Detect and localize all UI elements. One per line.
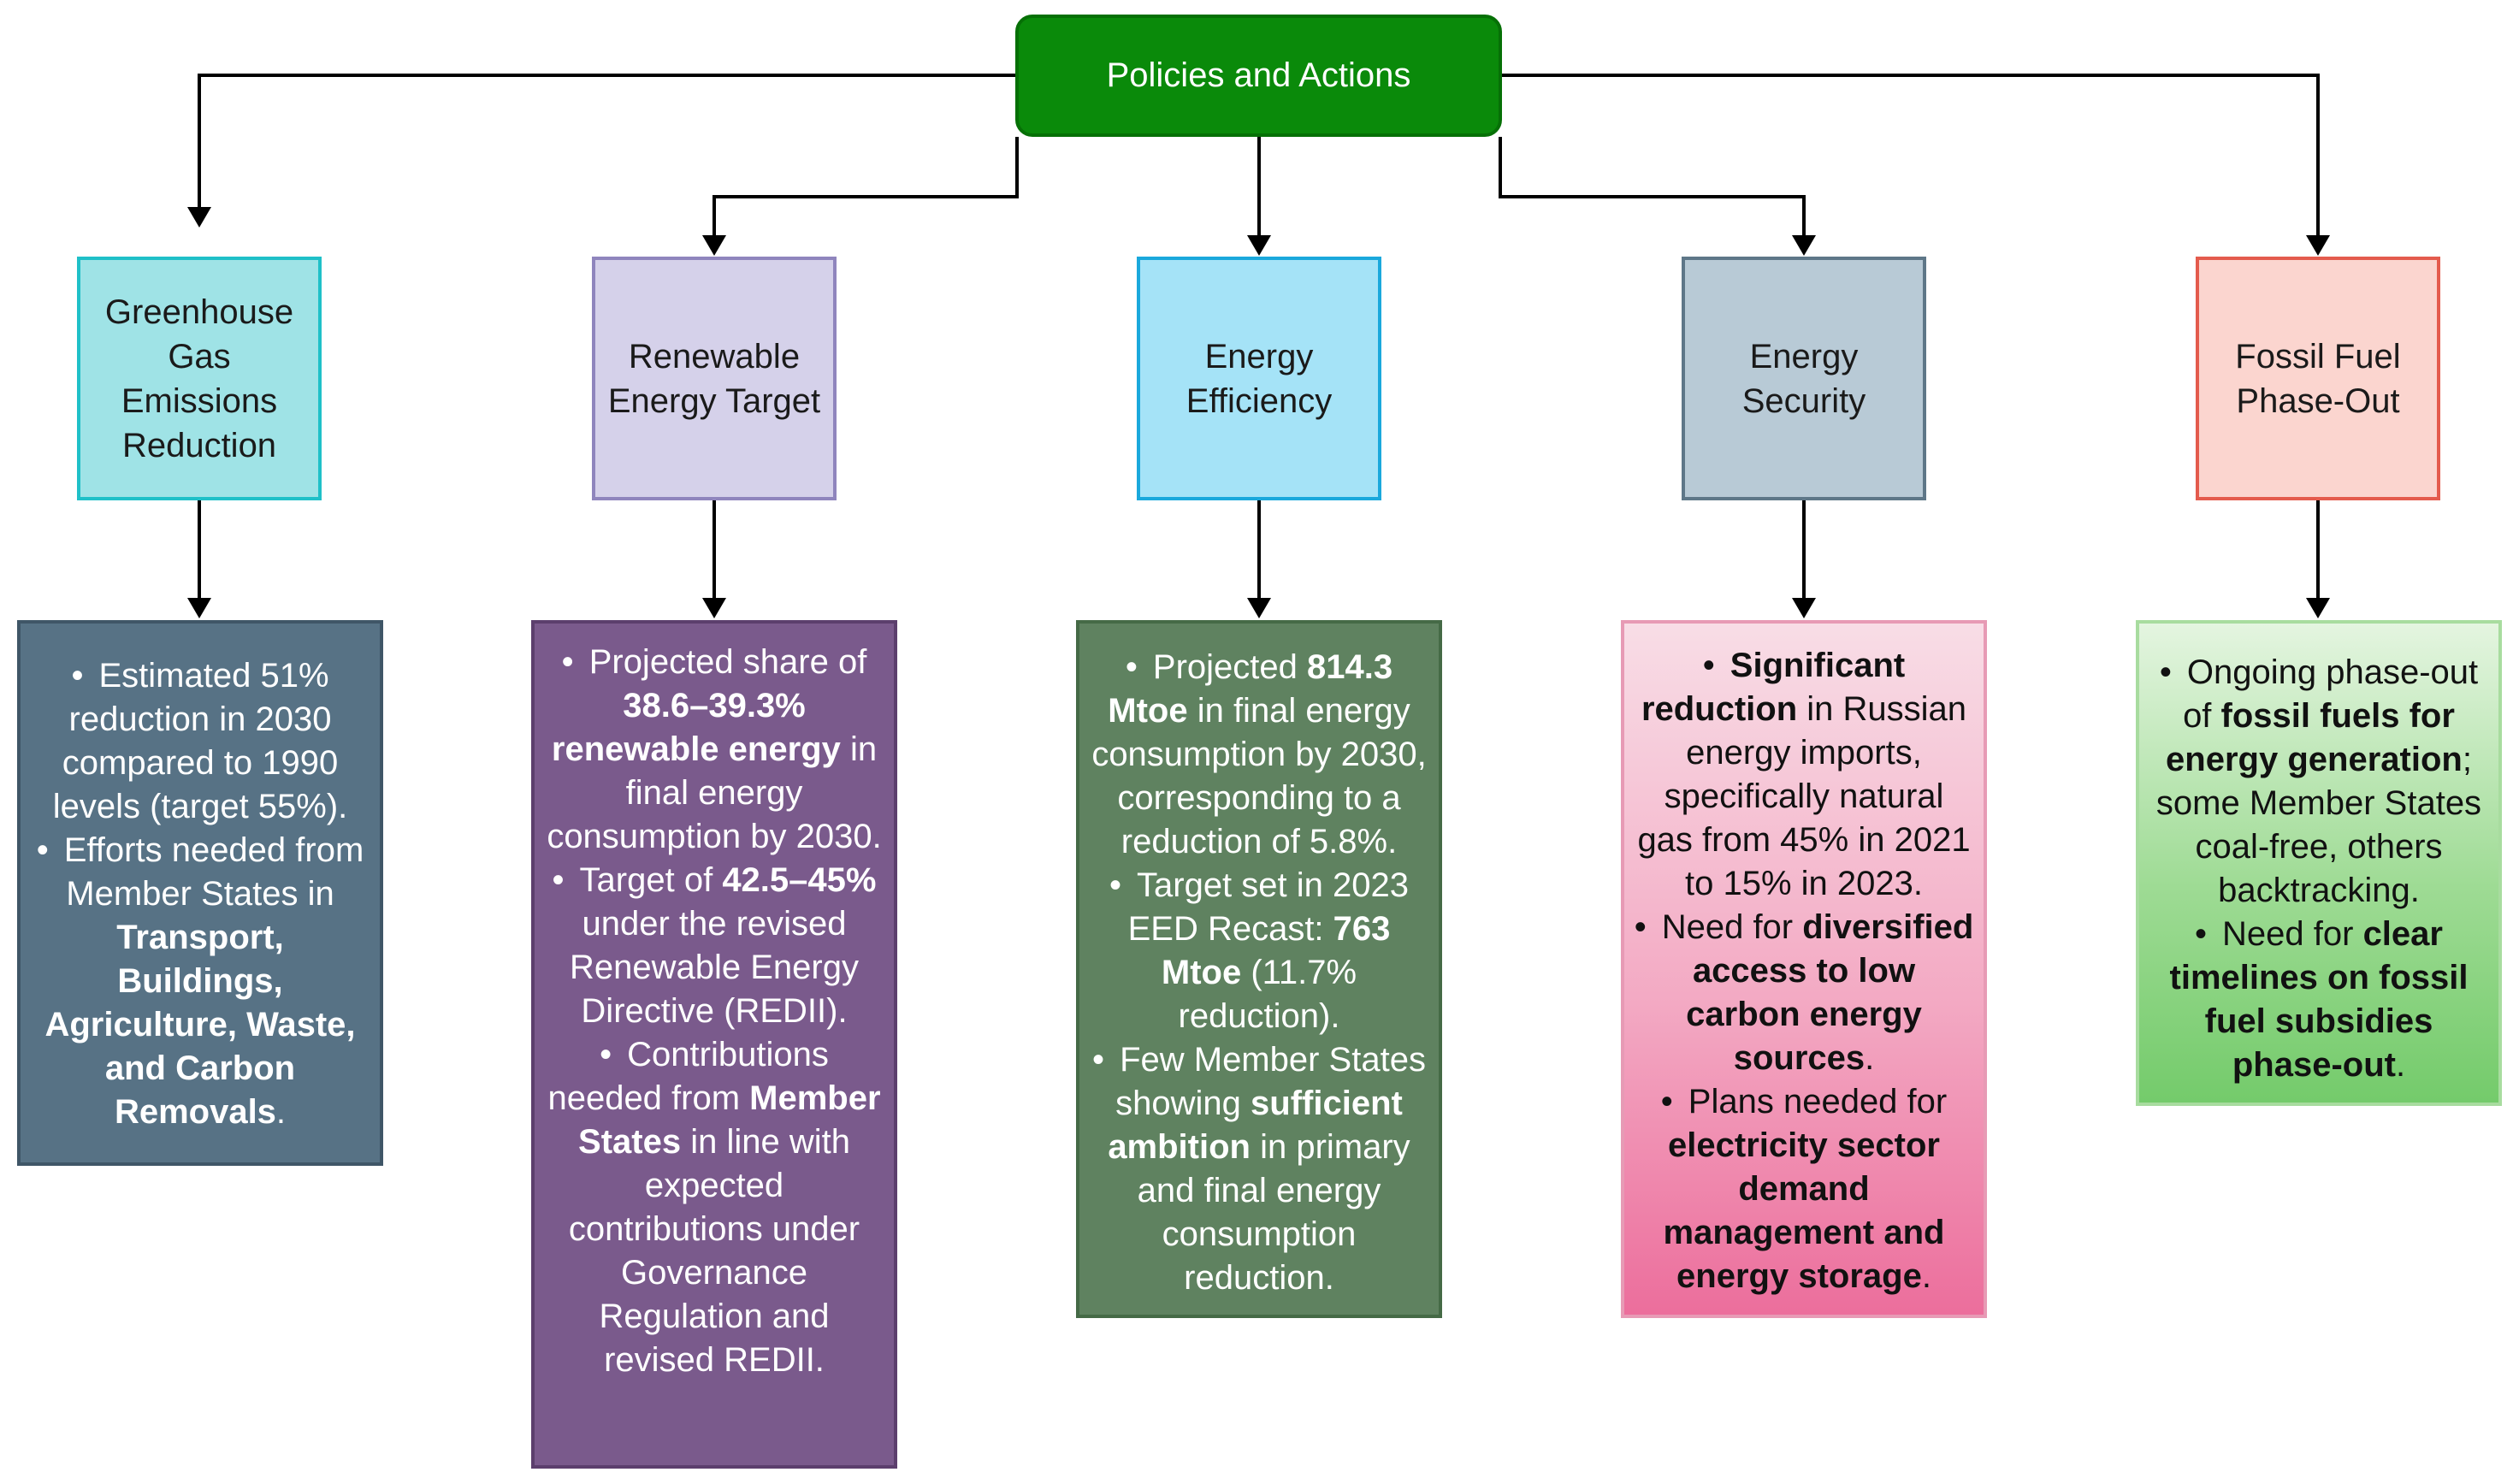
bullet-text-bold: Significant reduction — [1641, 647, 1906, 728]
detail-ghg-emissions: Estimated 51% reduction in 2030 compared… — [17, 620, 383, 1166]
bullet-text: Ongoing phase-out of — [2183, 653, 2479, 735]
bullet-item: Contributions needed from Member States … — [543, 1033, 885, 1382]
bullet-text: in primary and final energy consumption … — [1137, 1128, 1410, 1297]
arrowhead-renewable-detail — [702, 598, 726, 618]
category-energy-efficiency: Energy Efficiency — [1137, 257, 1381, 500]
bullet-item: Ongoing phase-out of fossil fuels for en… — [2148, 651, 2490, 913]
category-title: Renewable Energy Target — [607, 337, 821, 420]
bullet-item: Projected share of 38.6–39.3% renewable … — [543, 641, 885, 859]
bullet-text: in final energy consumption by 2030, cor… — [1091, 692, 1427, 860]
bullet-text-bold: 814.3 Mtoe — [1108, 648, 1393, 730]
bullet-item: Target of 42.5–45% under the revised Ren… — [543, 859, 885, 1033]
arrowhead-ghg — [187, 207, 211, 228]
bullet-text: Efforts needed from Member States in — [63, 831, 364, 913]
bullet-text: in line with expected contributions unde… — [568, 1123, 860, 1379]
category-title: Fossil Fuel Phase-Out — [2235, 337, 2401, 420]
bullet-text-bold: Transport, Buildings, Agriculture, Waste… — [44, 919, 356, 1131]
root-node: Policies and Actions — [1015, 15, 1502, 137]
arrowhead-ghg-detail — [187, 598, 211, 618]
connector-root-to-security — [1499, 137, 1806, 242]
bullet-text-bold: fossil fuels for energy generation — [2166, 697, 2463, 778]
bullet-text-bold: 38.6–39.3% renewable energy — [551, 687, 841, 768]
bullet-item: Significant reduction in Russian energy … — [1633, 644, 1975, 906]
detail-energy-security: Significant reduction in Russian energy … — [1621, 620, 1987, 1318]
category-title: Energy Efficiency — [1186, 337, 1333, 420]
bullet-text: Projected — [1152, 648, 1307, 686]
bullet-text-bold: clear timelines on fossil fuel subsidies… — [2169, 915, 2469, 1084]
arrowhead-renewable — [702, 235, 726, 256]
arrowhead-efficiency — [1247, 235, 1271, 256]
bullet-item: Need for diversified access to low carbo… — [1633, 906, 1975, 1080]
bullet-text: . — [1921, 1257, 1931, 1295]
arrowhead-security — [1792, 235, 1816, 256]
connector-root-to-fossil — [1502, 74, 2320, 242]
bullet-item: Efforts needed from Member States in Tra… — [29, 829, 371, 1134]
bullet-text: Few Member States showing — [1115, 1041, 1426, 1122]
bullet-text: in Russian energy imports, specifically … — [1637, 690, 1971, 902]
root-label: Policies and Actions — [1106, 56, 1411, 94]
bullet-text: Need for — [1661, 908, 1803, 946]
bullet-text: Plans needed for — [1688, 1083, 1948, 1120]
connector-root-to-renewable — [713, 137, 1019, 242]
bullet-text-bold: 42.5–45% — [722, 861, 877, 899]
bullet-item: Plans needed for electricity sector dema… — [1633, 1080, 1975, 1298]
category-renewable-energy: Renewable Energy Target — [592, 257, 837, 500]
category-title: Greenhouse Gas Emissions Reduction — [104, 293, 294, 464]
bullet-item: Estimated 51% reduction in 2030 compared… — [29, 654, 371, 829]
arrowhead-security-detail — [1792, 598, 1816, 618]
category-fossil-fuel-phase-out: Fossil Fuel Phase-Out — [2196, 257, 2440, 500]
bullet-text: Target set in 2023 EED Recast: — [1127, 866, 1409, 948]
bullet-text: in final energy consumption by 2030. — [547, 730, 882, 855]
bullet-text: . — [1865, 1039, 1875, 1077]
bullet-text: . — [2396, 1046, 2406, 1084]
bullet-text: ; some Member States coal-free, others b… — [2155, 741, 2482, 909]
bullet-text: under the revised Renewable Energy Direc… — [570, 905, 859, 1030]
bullet-item: Need for clear timelines on fossil fuel … — [2148, 913, 2490, 1087]
detail-fossil-fuel-phase-out: Ongoing phase-out of fossil fuels for en… — [2136, 620, 2502, 1106]
bullet-text: Projected share of — [588, 643, 867, 681]
bullet-text-bold: sufficient ambition — [1108, 1085, 1403, 1166]
bullet-text: Need for — [2222, 915, 2363, 953]
bullet-item: Target set in 2023 EED Recast: 763 Mtoe … — [1088, 864, 1430, 1038]
category-energy-security: Energy Security — [1682, 257, 1926, 500]
bullet-text: (11.7% reduction). — [1178, 954, 1357, 1035]
category-ghg-emissions: Greenhouse Gas Emissions Reduction — [77, 257, 322, 500]
bullet-text-bold: 763 Mtoe — [1161, 910, 1391, 991]
bullet-text: Target of — [579, 861, 723, 899]
bullet-text: Estimated 51% reduction in 2030 compared… — [52, 657, 348, 825]
bullet-item: Projected 814.3 Mtoe in final energy con… — [1088, 646, 1430, 864]
category-title: Energy Security — [1741, 337, 1866, 420]
bullet-text-bold: Member States — [578, 1079, 881, 1161]
arrowhead-fossil-detail — [2306, 598, 2330, 618]
bullet-item: Few Member States showing sufficient amb… — [1088, 1038, 1430, 1300]
bullet-text: Contributions needed from — [547, 1036, 829, 1117]
arrowhead-efficiency-detail — [1247, 598, 1271, 618]
connector-root-to-ghg — [198, 74, 1015, 214]
bullet-text: . — [275, 1093, 287, 1131]
detail-renewable-energy: Projected share of 38.6–39.3% renewable … — [531, 620, 897, 1469]
detail-energy-efficiency: Projected 814.3 Mtoe in final energy con… — [1076, 620, 1442, 1318]
bullet-text-bold: diversified access to low carbon energy … — [1686, 908, 1974, 1077]
arrowhead-fossil — [2306, 235, 2330, 256]
bullet-text-bold: electricity sector demand management and… — [1663, 1126, 1945, 1295]
